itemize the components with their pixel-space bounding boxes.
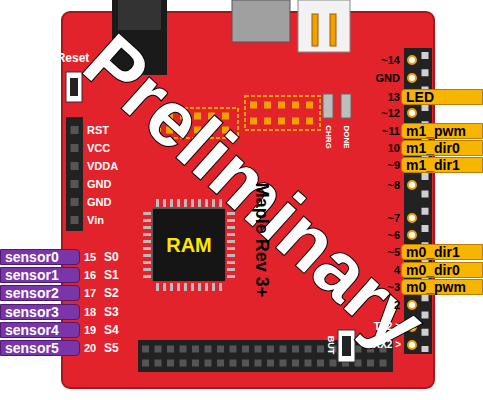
tag-text: sensor3 <box>5 305 59 319</box>
tag-text: sensor4 <box>5 323 59 337</box>
done-led <box>341 94 351 118</box>
battery-connector <box>298 0 350 52</box>
user-button <box>338 330 355 362</box>
chip-pins <box>156 283 224 291</box>
jtag-pins <box>250 118 316 125</box>
pin-hole <box>408 231 416 239</box>
tag-text: m1_dir0 <box>406 141 460 155</box>
pin-number: 13 <box>388 92 400 103</box>
pin-number: 4 <box>394 265 400 276</box>
pin-name: GND <box>87 197 111 208</box>
pin-name: S5 <box>104 342 119 354</box>
pin-hole <box>408 109 416 117</box>
tag-text: LED <box>406 90 434 104</box>
tag-text: m1_pwm <box>406 124 466 138</box>
power-header <box>66 117 83 231</box>
jtag-header <box>245 96 320 130</box>
signal-tag: m0_dir1 <box>401 244 483 260</box>
pin-number: ~14 <box>381 55 400 66</box>
pin-hole <box>408 74 416 82</box>
pin-number: ~12 <box>381 108 400 119</box>
pin-name: GND <box>87 179 111 190</box>
pin-name: RX2 > <box>373 340 401 350</box>
pin-number: ~9 <box>387 160 400 171</box>
tag-text: m1_dir1 <box>406 158 460 172</box>
connector-pin <box>312 14 318 46</box>
signal-tag: m1_pwm <box>401 123 483 139</box>
pin-number: 15 <box>84 252 96 263</box>
pin-number: ~6 <box>387 230 400 241</box>
tag-text: sensor5 <box>5 341 59 355</box>
pin-number: ~7 <box>387 213 400 224</box>
pin-number: ~8 <box>387 180 400 191</box>
usb-connector <box>232 0 290 42</box>
pin-name: RST <box>87 125 109 136</box>
signal-tag: m0_dir0 <box>401 262 483 278</box>
pin-number: 16 <box>84 270 96 281</box>
sensor-tag: sensor1 <box>0 267 80 283</box>
pin-name: VDDA <box>87 161 118 172</box>
sensor-tag: sensor2 <box>0 285 80 301</box>
pin-name: Vin <box>87 215 104 226</box>
led-label: DONE <box>342 125 350 148</box>
header-pins <box>71 126 79 228</box>
signal-tag: m1_dir0 <box>401 140 483 156</box>
pin-hole <box>408 341 416 349</box>
pin-number: ~3 <box>387 282 400 293</box>
jtag-pins <box>250 102 316 109</box>
connector-pin <box>330 14 336 46</box>
sensor-tag: sensor0 <box>0 249 80 265</box>
pin-number: GND <box>376 73 400 84</box>
pin-number: ~5 <box>387 247 400 258</box>
led-label: CHRG <box>324 125 332 149</box>
sensor-tag: sensor5 <box>0 340 80 356</box>
pin-number: 2 <box>394 300 400 311</box>
sensor-tag: sensor3 <box>0 304 80 320</box>
pin-number: 20 <box>84 343 96 354</box>
button-label: Reset <box>57 52 90 64</box>
user-button-cap <box>342 336 351 356</box>
pin-name: VCC <box>87 143 110 154</box>
pin-name: S0 <box>104 251 119 263</box>
tag-text: m0_dir1 <box>406 245 460 259</box>
tag-text: sensor1 <box>5 268 59 282</box>
pin-hole <box>408 56 416 64</box>
chip-pins <box>143 212 151 280</box>
pin-number: 19 <box>84 325 96 336</box>
tag-text: sensor0 <box>5 250 59 264</box>
pin-name: S1 <box>104 269 119 281</box>
signal-tag: LED <box>401 89 483 105</box>
pin-name: S4 <box>104 324 119 336</box>
sensor-tag: sensor4 <box>0 322 80 338</box>
ram-chip: RAM <box>152 208 226 282</box>
pin-name: TX2 > <box>374 322 401 332</box>
pin-number: 10 <box>388 143 400 154</box>
pin-hole <box>408 181 416 189</box>
tag-text: RAM <box>166 235 212 255</box>
pin-number: 17 <box>84 288 96 299</box>
pin-hole <box>408 214 416 222</box>
tag-text: m0_dir0 <box>406 263 460 277</box>
pin-number: 18 <box>84 307 96 318</box>
pin-name: S2 <box>104 287 119 299</box>
board-name: Maple Rev 3+ <box>253 183 271 298</box>
pin-name: S3 <box>104 306 119 318</box>
signal-tag: m1_dir1 <box>401 157 483 173</box>
button-label: BUT <box>326 336 335 355</box>
tag-text: sensor2 <box>5 286 59 300</box>
chrg-led <box>323 94 333 118</box>
pin-number: ~11 <box>382 126 400 137</box>
